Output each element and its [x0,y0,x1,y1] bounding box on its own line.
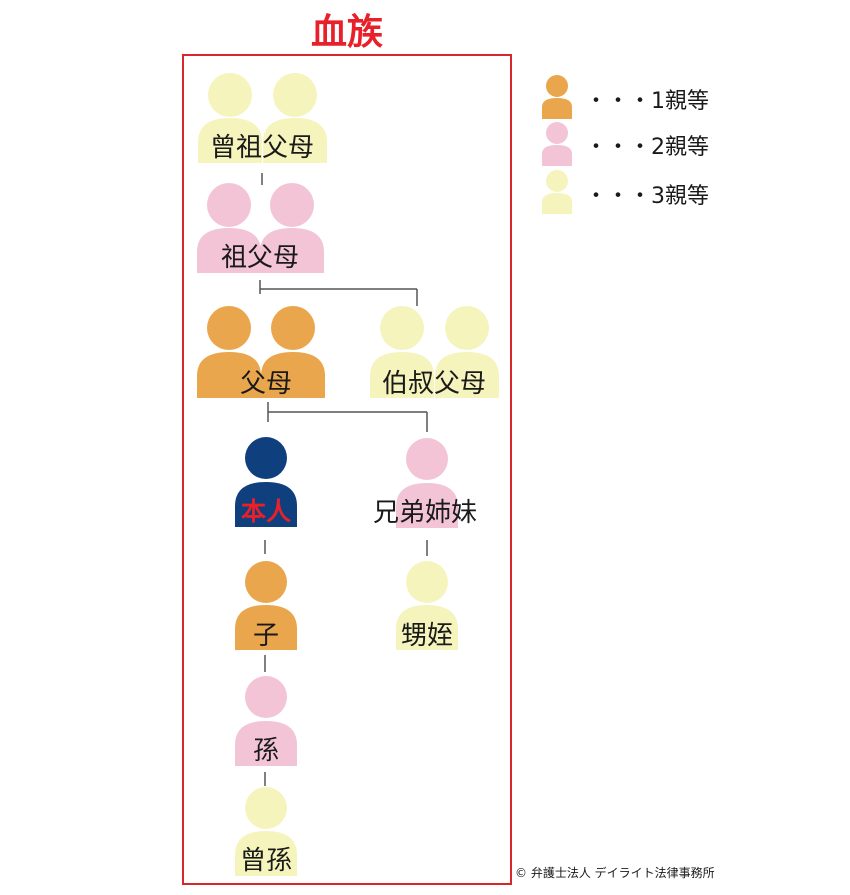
person-great-grandfather-icon [198,73,262,163]
blood-relatives-frame [182,54,512,885]
legend: ・・・1親等 ・・・2親等 ・・・3親等 [542,75,709,214]
person-aunt-icon [435,306,499,398]
node-label-great-grandchild: 曾孫 [240,846,292,876]
person-great-grandchild-icon [235,787,297,876]
node-label-uncles-aunts: 伯叔父母 [382,369,486,399]
legend-label-degree2: ・・・2親等 [585,135,709,160]
person-great-grandmother-icon [263,73,327,163]
person-grandchild-icon [235,676,297,766]
legend-label-degree3: ・・・3親等 [585,184,709,209]
copyright-text: © 弁護士法人 デイライト法律事務所 [515,865,715,880]
node-label-child: 子 [253,621,279,651]
legend-degree2-icon [542,122,572,166]
person-grandmother-icon [260,183,324,273]
person-grandfather-icon [197,183,261,273]
person-sibling-icon [396,438,458,528]
person-mother-icon [261,306,325,398]
person-self-icon [235,437,297,527]
node-label-self: 本人 [241,497,291,526]
legend-label-degree1: ・・・1親等 [585,89,709,114]
node-label-parents: 父母 [240,369,292,399]
person-child-icon [235,561,297,650]
legend-degree1-icon [542,75,572,119]
diagram-title: 血族 [311,12,383,53]
node-label-nephews-nieces: 甥姪 [401,621,453,651]
person-nephew-niece-icon [396,561,458,650]
connector-lines [259,173,428,786]
node-label-siblings: 兄弟姉妹 [373,498,477,528]
node-label-grandparents: 祖父母 [221,243,299,273]
legend-degree3-icon [542,170,572,214]
node-label-great-grandparents: 曾祖父母 [210,133,314,163]
node-label-grandchild: 孫 [253,736,279,766]
person-uncle-icon [370,306,434,398]
person-father-icon [197,306,261,398]
